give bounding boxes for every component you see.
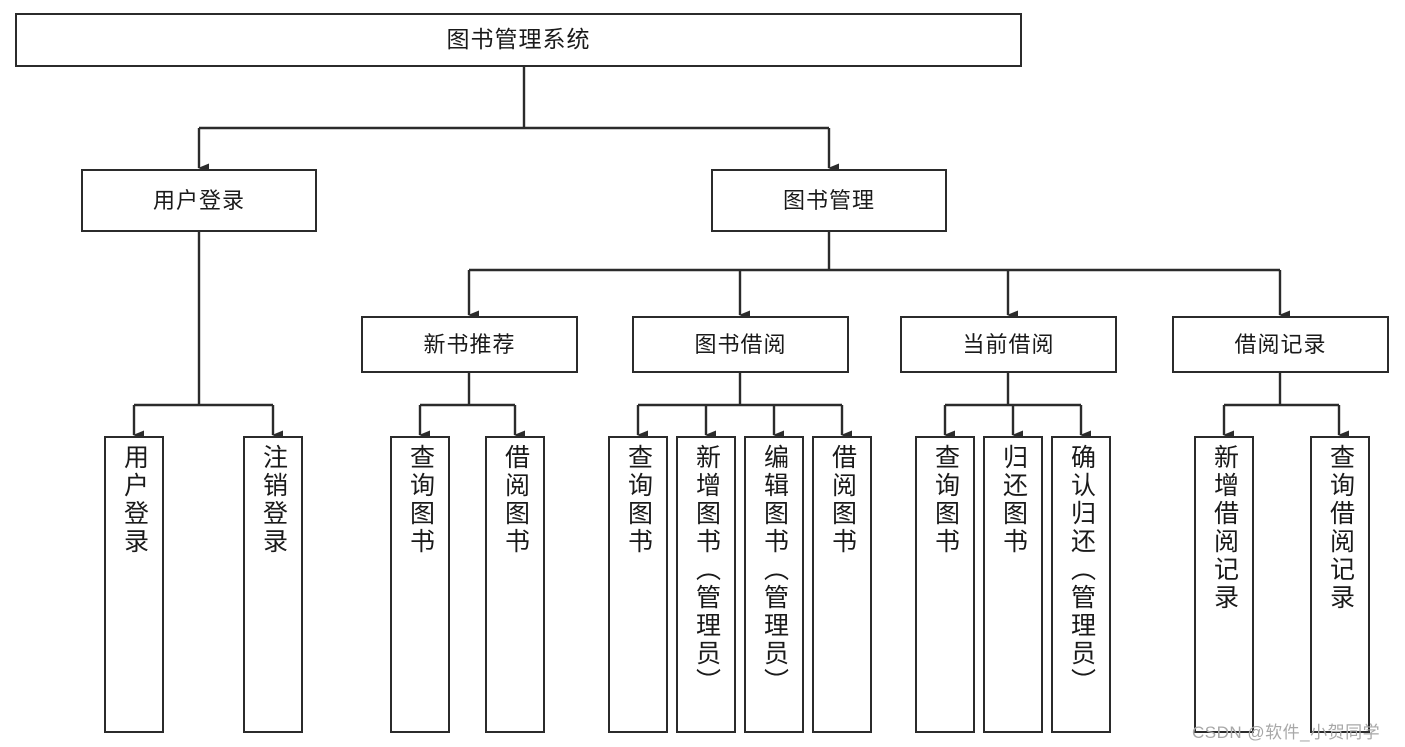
node-leaf-add-record: 新增借阅记录 (1194, 436, 1254, 733)
node-leaf-query-book-2: 查询图书 (608, 436, 668, 733)
node-leaf-confirm-return: 确认归还（管理员） (1051, 436, 1111, 733)
node-label: 查询图书 (624, 444, 653, 556)
node-leaf-query-book-1: 查询图书 (390, 436, 450, 733)
node-current-borrow: 当前借阅 (900, 316, 1117, 373)
node-book-borrow: 图书借阅 (632, 316, 849, 373)
node-label: 用户登录 (120, 444, 149, 556)
node-label: 注销登录 (259, 444, 288, 556)
node-label: 查询图书 (931, 444, 960, 556)
node-leaf-borrow-book-1: 借阅图书 (485, 436, 545, 733)
node-label: 图书借阅 (694, 331, 787, 357)
node-new-book-recommend: 新书推荐 (361, 316, 578, 373)
node-label: 当前借阅 (962, 331, 1055, 357)
node-label: 新书推荐 (423, 331, 516, 357)
node-leaf-add-book: 新增图书（管理员） (676, 436, 736, 733)
node-label: 归还图书 (999, 444, 1028, 556)
csdn-watermark: CSDN @软件_小贺同学 (1192, 723, 1381, 742)
node-leaf-edit-book: 编辑图书（管理员） (744, 436, 804, 733)
node-label: 新增借阅记录 (1210, 444, 1239, 612)
node-leaf-query-book-3: 查询图书 (915, 436, 975, 733)
node-label: 编辑图书（管理员） (760, 444, 789, 696)
node-label: 查询借阅记录 (1326, 444, 1355, 612)
node-label: 借阅记录 (1234, 331, 1327, 357)
node-user-login: 用户登录 (81, 169, 317, 232)
node-leaf-query-record: 查询借阅记录 (1310, 436, 1370, 733)
node-label: 查询图书 (406, 444, 435, 556)
node-label: 借阅图书 (501, 444, 530, 556)
node-label: 图书管理系统 (446, 26, 591, 53)
node-book-management: 图书管理 (711, 169, 947, 232)
node-leaf-borrow-book-2: 借阅图书 (812, 436, 872, 733)
node-label: 借阅图书 (828, 444, 857, 556)
node-label: 确认归还（管理员） (1067, 444, 1096, 696)
node-label: 用户登录 (152, 187, 245, 213)
node-leaf-user-login: 用户登录 (104, 436, 164, 733)
node-label: 图书管理 (782, 187, 875, 213)
node-leaf-return-book: 归还图书 (983, 436, 1043, 733)
node-leaf-logout: 注销登录 (243, 436, 303, 733)
node-borrow-record: 借阅记录 (1172, 316, 1389, 373)
node-label: 新增图书（管理员） (692, 444, 721, 696)
node-root: 图书管理系统 (15, 13, 1022, 67)
